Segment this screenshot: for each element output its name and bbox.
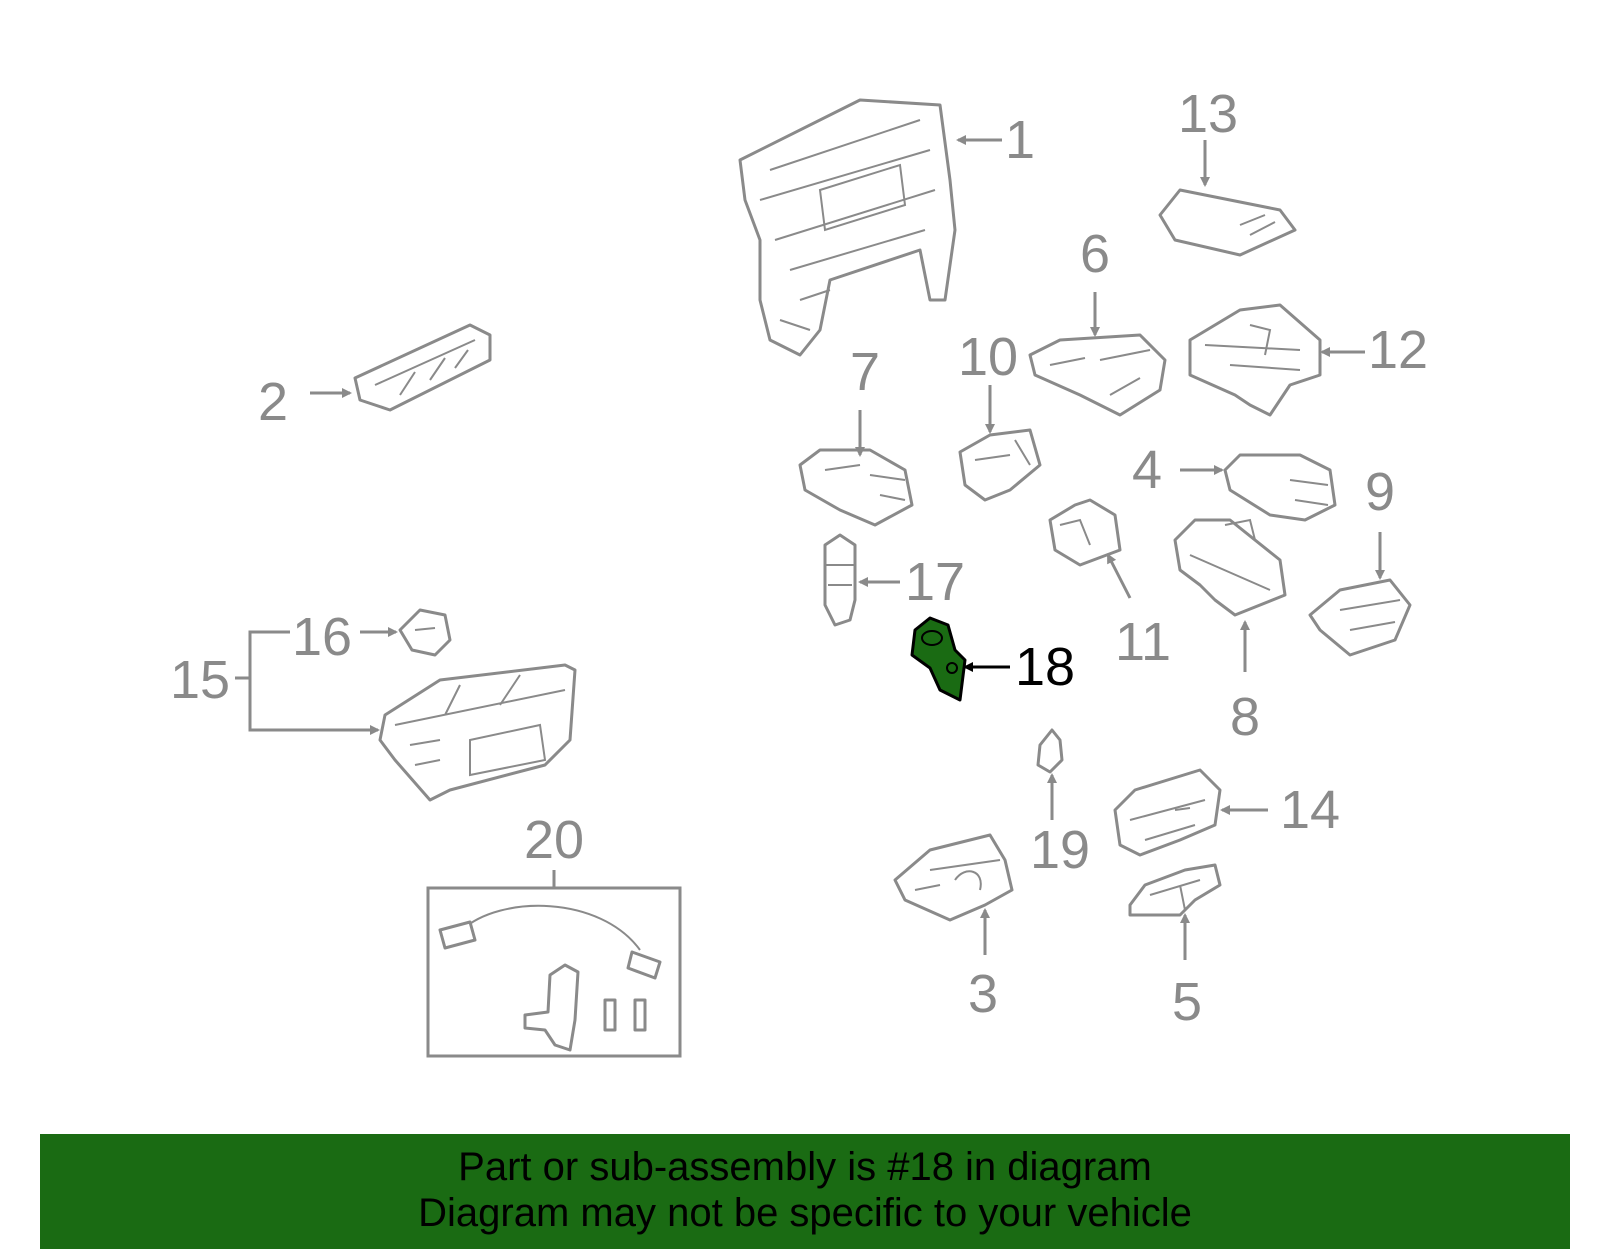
label-2: 2 [258, 372, 288, 432]
part-18[interactable]: 18 [910, 616, 1075, 702]
label-5: 5 [1172, 972, 1202, 1032]
part-5[interactable]: 5 [1128, 863, 1222, 1032]
part-16[interactable]: 16 [292, 607, 452, 667]
part-12[interactable]: 12 [1188, 303, 1428, 417]
label-4: 4 [1132, 440, 1162, 500]
part-9[interactable]: 9 [1308, 462, 1412, 657]
part-14[interactable]: 14 [1113, 768, 1340, 857]
label-8: 8 [1230, 687, 1260, 747]
part-8[interactable]: 8 [1173, 518, 1287, 747]
label-6: 6 [1080, 224, 1110, 284]
label-7: 7 [850, 342, 880, 402]
label-1: 1 [1005, 110, 1035, 170]
banner-line-2: Diagram may not be specific to your vehi… [418, 1191, 1192, 1235]
label-14: 14 [1280, 780, 1340, 840]
label-9: 9 [1365, 462, 1395, 522]
label-11: 11 [1115, 612, 1171, 672]
part-10[interactable]: 10 [958, 327, 1042, 502]
label-16: 16 [292, 607, 352, 667]
label-17: 17 [905, 552, 965, 612]
label-10: 10 [958, 327, 1018, 387]
part-6[interactable]: 6 [1028, 224, 1167, 417]
part-20[interactable]: 20 [426, 810, 682, 1058]
label-3: 3 [968, 964, 998, 1024]
label-20: 20 [524, 810, 584, 870]
part-11[interactable]: 11 [1048, 498, 1171, 672]
part-17[interactable]: 17 [823, 533, 965, 627]
part-7[interactable]: 7 [798, 342, 914, 527]
part-4[interactable]: 4 [1132, 440, 1337, 522]
part-2[interactable]: 2 [258, 323, 492, 432]
label-18: 18 [1015, 637, 1075, 697]
part-13[interactable]: 13 [1158, 84, 1297, 257]
part-19[interactable]: 19 [1030, 728, 1090, 880]
part-3[interactable]: 3 [893, 833, 1014, 1024]
label-19: 19 [1030, 820, 1090, 880]
info-banner: Part or sub-assembly is #18 in diagram D… [40, 1134, 1570, 1249]
label-15: 15 [170, 650, 230, 710]
banner-line-1: Part or sub-assembly is #18 in diagram [458, 1145, 1152, 1189]
label-13: 13 [1178, 84, 1238, 144]
label-12: 12 [1368, 320, 1428, 380]
parts-diagram: 1 2 13 6 12 7 10 [170, 84, 1428, 1058]
part-15[interactable]: 15 [170, 630, 577, 802]
part-1[interactable]: 1 [738, 98, 1035, 357]
